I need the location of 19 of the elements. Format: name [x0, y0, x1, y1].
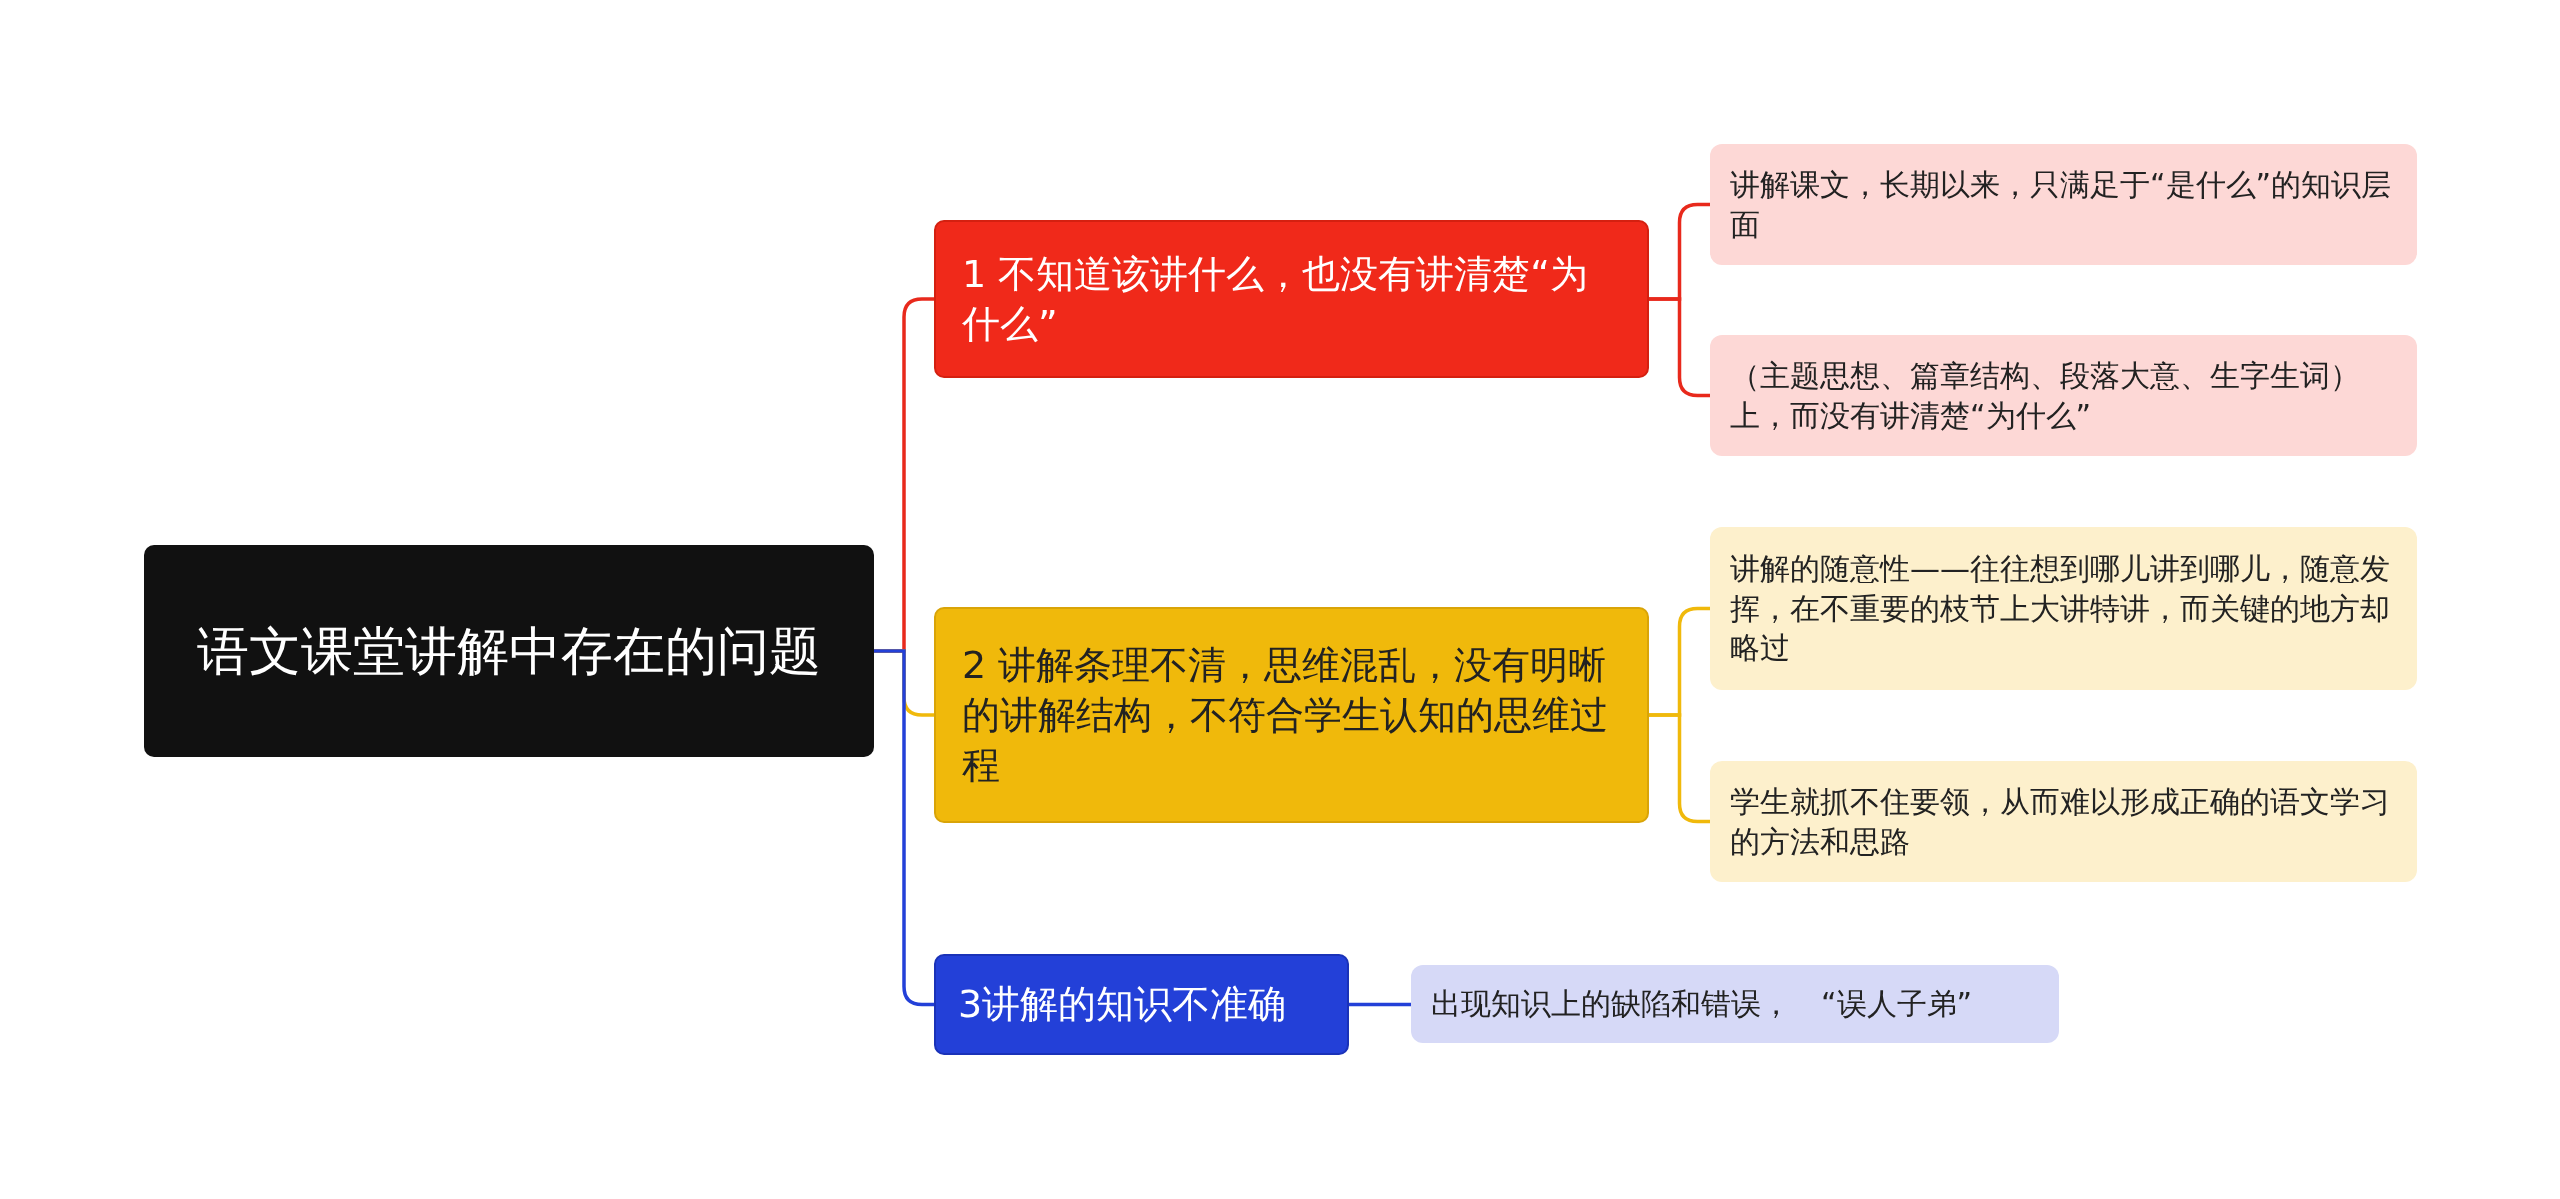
branch-topic: [934, 220, 1649, 378]
topic-text: （主题思想、篇章结构、段落大意、生字生词）上，而没有讲清楚“为什么”: [1730, 356, 2361, 435]
topic-text: 3讲解的知识不准确: [958, 981, 1287, 1029]
topic-text: 讲解的随意性——往往想到哪儿讲到哪儿，随意发挥，在不重要的枝节上大讲特讲，而关键的地方却略过: [1730, 550, 2391, 668]
subtopic-box: [1710, 761, 2417, 882]
topic-text: 出现知识上的缺陷和错误， “误人子弟”: [1431, 985, 1973, 1024]
subtopic-box: [1710, 335, 2417, 456]
topic-text: 2 讲解条理不清，思维混乱，没有明晰的讲解结构，不符合学生认知的思维过程: [962, 641, 1609, 790]
topic-text: 1 不知道该讲什么，也没有讲清楚“为什么”: [962, 250, 1589, 348]
subtopic-box: [1710, 527, 2417, 690]
topic-text: 讲解课文，长期以来，只满足于“是什么”的知识层面: [1730, 165, 2393, 244]
topic-text: 语文课堂讲解中存在的问题: [197, 619, 821, 683]
central-topic: [144, 545, 874, 757]
branch-topic: [934, 607, 1649, 823]
branch-topic: [934, 954, 1349, 1055]
subtopic-box: [1411, 965, 2059, 1043]
connector-line: [1349, 1002, 1411, 1007]
topic-text: 学生就抓不住要领，从而难以形成正确的语文学习的方法和思路: [1730, 782, 2391, 861]
subtopic-box: [1710, 144, 2417, 265]
